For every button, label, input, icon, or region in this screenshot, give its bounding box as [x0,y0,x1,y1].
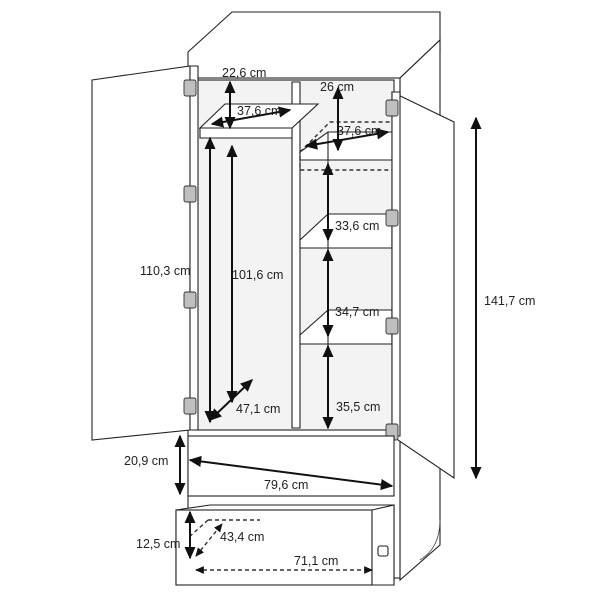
dim-label-71-1: 71,1 cm [294,554,338,568]
hinges [183,79,399,441]
dim-label-37-6-left: 37,6 cm [237,104,281,118]
lower-drawer [175,504,395,586]
center-divider [291,81,301,429]
dim-label-79-6: 79,6 cm [264,478,308,492]
dimension-arrows [174,80,482,574]
dim-label-141-7: 141,7 cm [484,294,535,308]
dim-label-22-6: 22,6 cm [222,66,266,80]
dim-label-12-5: 12,5 cm [136,537,180,551]
dim-label-34-7: 34,7 cm [335,305,379,319]
right-door [391,91,455,480]
dim-label-101-6: 101,6 cm [232,268,283,282]
dim-label-20-9: 20,9 cm [124,454,168,468]
dim-label-35-5: 35,5 cm [336,400,380,414]
dim-label-43-4: 43,4 cm [220,530,264,544]
dim-label-26: 26 cm [320,80,354,94]
left-door [91,65,199,441]
dim-label-47-1: 47,1 cm [236,402,280,416]
dim-label-110-3: 110,3 cm [140,264,191,278]
dim-label-33-6: 33,6 cm [335,219,379,233]
dimension-labels: 22,6 cm 26 cm 37,6 cm 37,6 cm 33,6 cm 11… [124,66,535,568]
dim-label-37-6-right: 37,6 cm [337,124,381,138]
